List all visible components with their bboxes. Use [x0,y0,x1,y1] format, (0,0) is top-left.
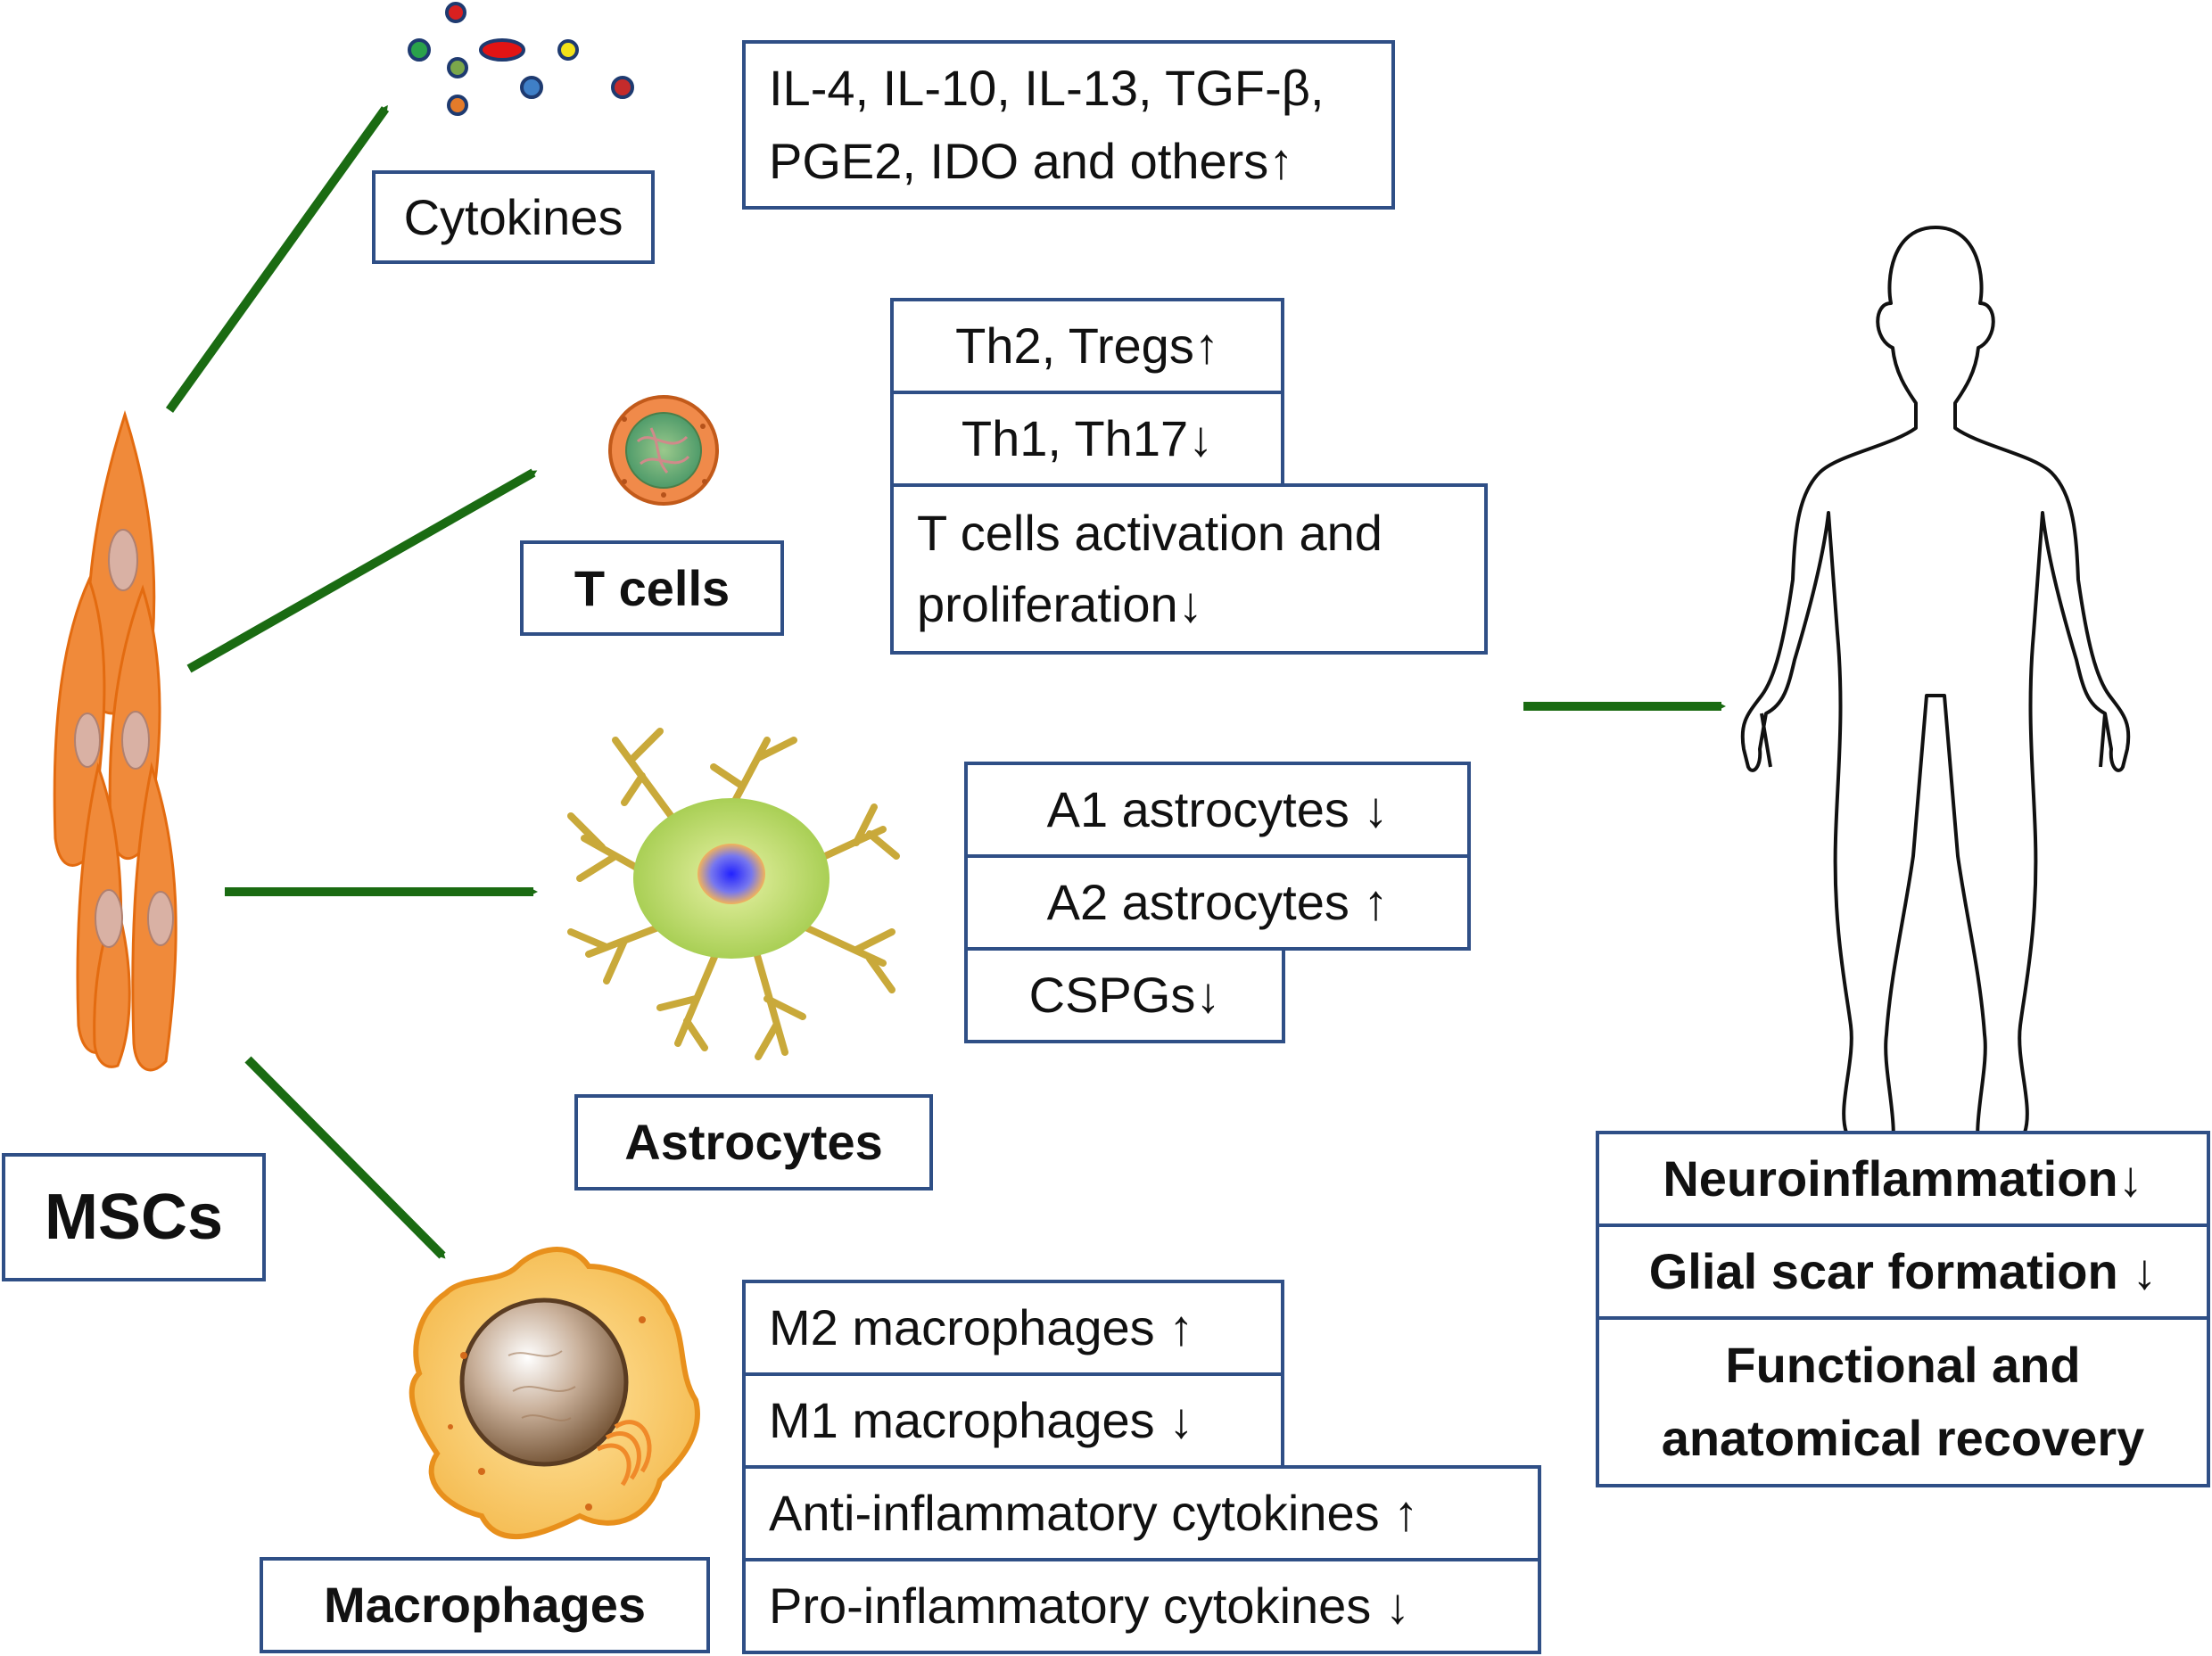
astrocyte-icon [567,728,900,1060]
macrophages-effect-row1-text: M2 macrophages ↑ [769,1299,1194,1355]
t-cells-effect-row3: T cells activation and proliferation↓ [890,483,1488,655]
human-body-icon [1740,226,2131,1167]
arrow-to-t-cells [186,468,538,673]
astrocytes-label-text: Astrocytes [624,1114,883,1170]
t-cells-effect-row3-line2: proliferation↓ [917,576,1203,632]
outcome-row2-text: Glial scar formation ↓ [1648,1243,2158,1299]
macrophage-icon [409,1247,700,1540]
astrocytes-effect-row2-text: A2 astrocytes ↑ [1046,874,1389,930]
t-cells-effect-row1: Th2, Tregs↑ [890,298,1284,394]
t-cell-icon [608,395,719,506]
astrocytes-label: Astrocytes [574,1094,933,1191]
outcome-row1-text: Neuroinflammation↓ [1663,1150,2143,1207]
cytokines-effects-line1: IL-4, IL-10, IL-13, TGF-β, [769,60,1325,116]
macrophages-effect-row3-text: Anti-inflammatory cytokines ↑ [769,1485,1419,1541]
astrocytes-effect-row3: CSPGs↓ [964,947,1285,1043]
macrophages-label: Macrophages [260,1557,710,1653]
cytokine-dots-icon [408,2,634,116]
macrophages-effect-row2-text: M1 macrophages ↓ [769,1392,1194,1448]
cytokines-effects-line2: PGE2, IDO and others↑ [769,133,1294,189]
astrocytes-effect-row1: A1 astrocytes ↓ [964,762,1471,858]
macrophages-effect-row3: Anti-inflammatory cytokines ↑ [742,1465,1541,1561]
outcome-row3-line1: Functional and [1725,1337,2081,1393]
cytokines-effects: IL-4, IL-10, IL-13, TGF-β, PGE2, IDO and… [742,40,1395,210]
outcome-row2: Glial scar formation ↓ [1596,1223,2210,1320]
outcome-row3: Functional and anatomical recovery [1596,1316,2210,1487]
macrophages-effect-row2: M1 macrophages ↓ [742,1372,1284,1469]
outcome-row3-line2: anatomical recovery [1661,1410,2145,1466]
arrows [165,104,1726,1259]
outcome-row1: Neuroinflammation↓ [1596,1131,2210,1227]
macrophages-effect-row1: M2 macrophages ↑ [742,1280,1284,1376]
t-cells-effect-row1-text: Th2, Tregs↑ [955,317,1219,374]
cytokines-label: Cytokines [372,170,655,264]
msc-cells-icon [53,410,177,1072]
t-cells-label: T cells [520,540,784,636]
cytokines-label-text: Cytokines [403,188,623,245]
astrocytes-effect-row3-text: CSPGs↓ [1028,967,1221,1023]
macrophages-label-text: Macrophages [324,1577,646,1633]
t-cells-effect-row2-text: Th1, Th17↓ [961,410,1214,466]
arrow-to-cytokines [165,104,390,413]
t-cells-label-text: T cells [574,559,730,616]
arrow-to-macrophages [244,1056,446,1259]
mscs-label: MSCs [2,1153,266,1281]
t-cells-effect-row3-line1: T cells activation and [917,505,1382,561]
macrophages-effect-row4: Pro-inflammatory cytokines ↓ [742,1558,1541,1654]
t-cells-effect-row2: Th1, Th17↓ [890,391,1284,487]
macrophages-effect-row4-text: Pro-inflammatory cytokines ↓ [769,1578,1410,1634]
astrocytes-effect-row2: A2 astrocytes ↑ [964,854,1471,951]
astrocytes-effect-row1-text: A1 astrocytes ↓ [1046,781,1389,837]
mscs-label-text: MSCs [44,1182,224,1253]
msc-nuclei [74,529,174,948]
